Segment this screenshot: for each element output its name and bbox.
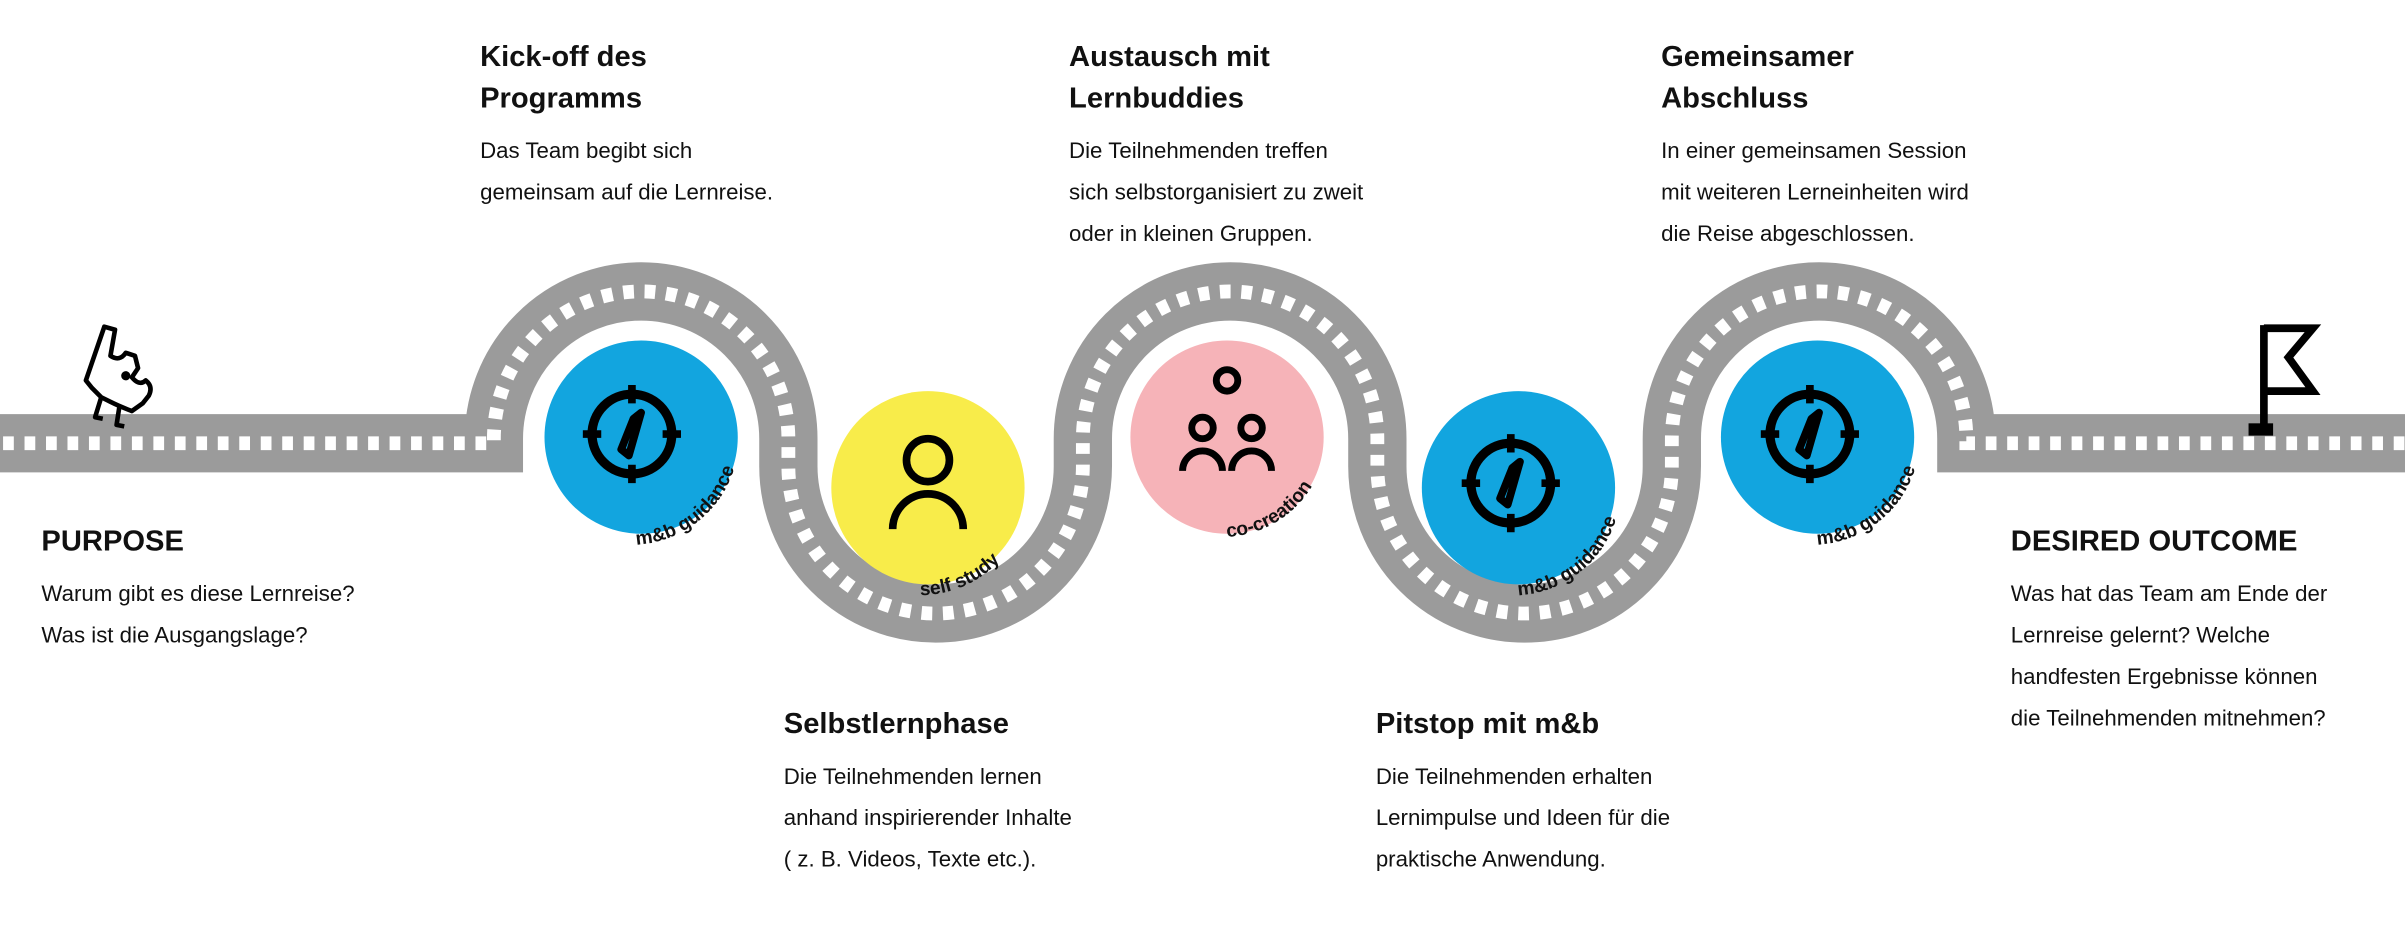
title-line: Programms xyxy=(480,82,643,116)
body-line: Das Team begibt sich xyxy=(480,139,693,165)
step-desired-outcome: DESIRED OUTCOME Was hat das Team am Ende… xyxy=(2011,521,2327,740)
body-line: gemeinsam auf die Lernreise. xyxy=(480,180,774,206)
group-icon xyxy=(1179,366,1275,472)
title-line: Lernbuddies xyxy=(1069,82,1244,116)
body-line: die Teilnehmenden mitnehmen? xyxy=(2010,707,2326,732)
finish-flag-icon xyxy=(2248,324,2322,436)
guidance-circle-3 xyxy=(1720,340,1915,534)
body-line: Lernreise gelernt? Welche xyxy=(2010,624,2271,649)
step-description: In einer gemeinsamen Session mit weiteren… xyxy=(1661,132,1969,256)
step-title: DESIRED OUTCOME xyxy=(2010,526,2298,559)
step-description: Das Team begibt sich gemeinsam auf die Le… xyxy=(480,132,773,215)
body-line: Was hat das Team am Ende der xyxy=(2010,582,2328,608)
body-line: praktische Anwendung. xyxy=(1375,848,1606,873)
title-line: Abschluss xyxy=(1661,82,1809,116)
body-line: sich selbstorganisiert zu zweit xyxy=(1069,180,1364,206)
body-line: In einer gemeinsamen Session xyxy=(1661,139,1967,165)
title-line: Gemeinsamer xyxy=(1661,41,1854,74)
co-creation-circle xyxy=(1130,340,1324,534)
compass-icon xyxy=(1760,384,1859,484)
step-title: PURPOSE xyxy=(41,526,184,559)
step-pitstop: Pitstop mit m&b Die Teilnehmenden erhalt… xyxy=(1376,704,1670,882)
puzzle-character-icon xyxy=(83,324,153,429)
guidance-circle-1 xyxy=(544,340,738,534)
body-line: Lernimpulse und Ideen für die xyxy=(1375,806,1671,832)
step-selbstlernphase: Selbstlernphase Die Teilnehmenden lernen… xyxy=(784,704,1072,882)
compass-icon xyxy=(1461,434,1560,533)
body-line: Die Teilnehmenden lernen xyxy=(783,765,1042,790)
body-line: die Reise abgeschlossen. xyxy=(1661,222,1915,247)
step-description: Warum gibt es diese Lernreise? Was ist di… xyxy=(41,575,354,658)
road-markings xyxy=(3,284,2405,621)
body-line: ( z. B. Videos, Texte etc.). xyxy=(783,848,1037,873)
body-line: oder in kleinen Gruppen. xyxy=(1069,222,1313,247)
step-title: Selbstlernphase xyxy=(783,708,1009,741)
body-line: Die Teilnehmenden erhalten xyxy=(1375,765,1653,790)
person-icon xyxy=(888,434,968,530)
body-line: Warum gibt es diese Lernreise? xyxy=(41,582,355,608)
compass-icon xyxy=(582,384,682,484)
body-line: mit weiteren Lerneinheiten wird xyxy=(1661,180,1969,206)
body-line: handfesten Ergebnisse können xyxy=(2010,665,2318,691)
step-purpose: PURPOSE Warum gibt es diese Lernreise?Wa… xyxy=(41,521,354,658)
title-line: Kick-off des xyxy=(480,41,647,74)
body-line: Die Teilnehmenden treffen xyxy=(1069,139,1328,165)
title-line: Austausch mit xyxy=(1069,41,1270,74)
step-description: Die Teilnehmenden treffen sich selbstorga… xyxy=(1069,132,1363,256)
guidance-circle-2 xyxy=(1421,391,1616,585)
body-line: anhand inspirierender Inhalte xyxy=(783,806,1072,832)
step-description: Die Teilnehmenden lernen anhand inspirier… xyxy=(784,758,1072,882)
step-title: Pitstop mit m&b xyxy=(1375,708,1600,741)
body-line: Was ist die Ausgangslage? xyxy=(41,624,308,649)
self-study-circle xyxy=(831,391,1025,585)
